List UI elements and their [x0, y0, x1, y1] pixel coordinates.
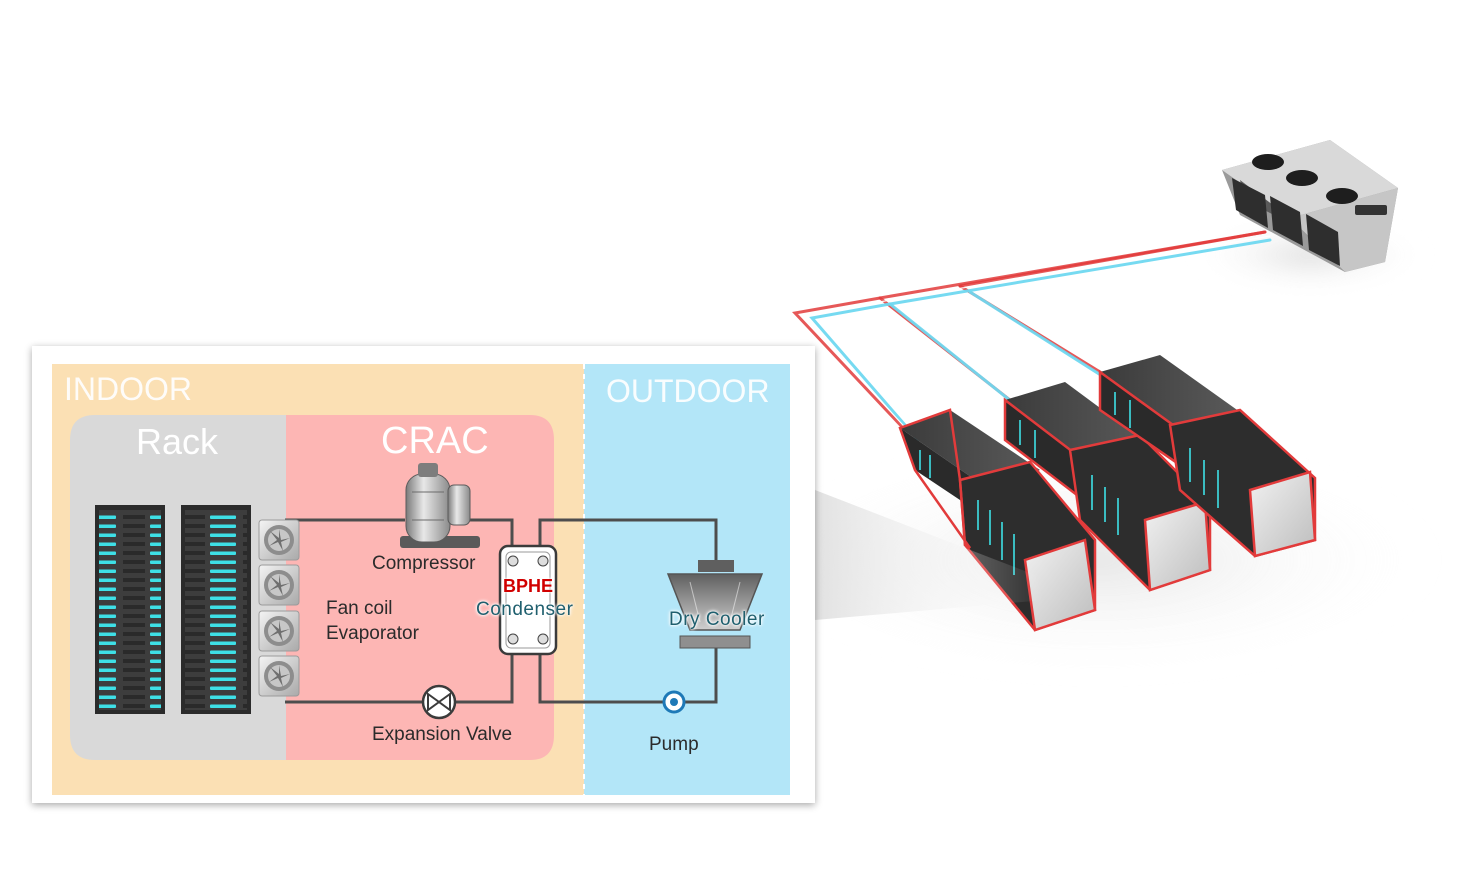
pump-icon: [662, 690, 686, 714]
dry-cooler-unit-3d: [1222, 140, 1398, 272]
expansion-valve-label: Expansion Valve: [372, 724, 513, 745]
server-pod-a: [898, 408, 1097, 632]
evaporator-label: Evaporator: [326, 623, 419, 644]
dry-cooler-icon: [666, 560, 764, 649]
inset-diagram: [32, 346, 815, 803]
server-pod-c: [1098, 355, 1317, 558]
plate-heat-exchanger-icon: [498, 544, 558, 656]
dry-cooler-label: Dry Cooler: [669, 609, 765, 630]
piping-network: [792, 230, 1272, 442]
compressor-icon: [400, 463, 480, 548]
rack-label: Rack: [136, 421, 219, 462]
refrigerant-loop: [285, 518, 514, 704]
crac-panel: [286, 415, 554, 760]
server-pods-3d: [898, 355, 1317, 632]
fan-coil-label: Fan coil: [326, 598, 393, 619]
expansion-valve-icon: [421, 684, 457, 720]
crac-label: CRAC: [381, 420, 489, 462]
pump-label: Pump: [649, 734, 699, 755]
callout-beam: [815, 490, 1045, 620]
server-pod-b: [1003, 382, 1212, 592]
compressor-label: Compressor: [372, 553, 476, 574]
condenser-label: Condenser: [476, 599, 574, 620]
outdoor-zone-label: OUTDOOR: [606, 373, 770, 409]
indoor-zone-label: INDOOR: [64, 371, 192, 407]
datacenter-3d-scene: [760, 140, 1440, 680]
bphe-label: BPHE: [503, 576, 554, 596]
fan-icon: [258, 519, 300, 697]
glycol-loop: [538, 518, 718, 704]
server-rack-icon: [95, 505, 251, 714]
